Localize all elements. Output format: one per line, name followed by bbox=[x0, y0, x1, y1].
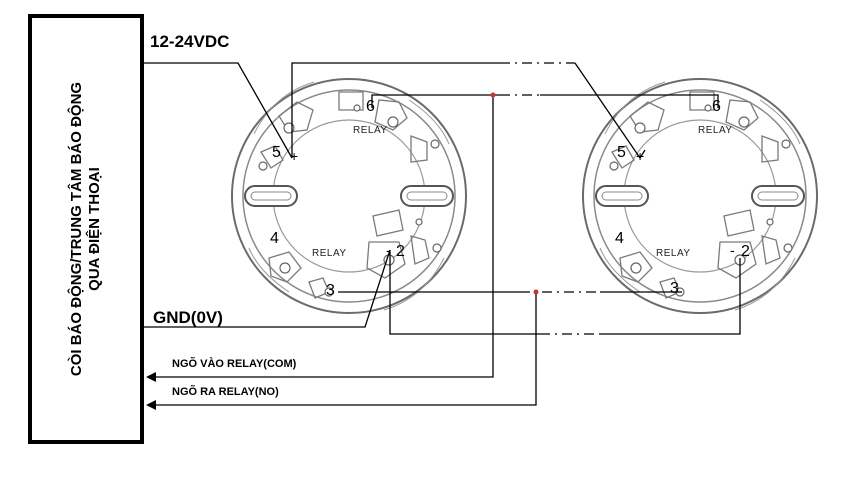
left-terminal-minus: - bbox=[386, 242, 391, 258]
right-terminal-6: 6 bbox=[712, 98, 721, 115]
detector-base-right bbox=[582, 78, 818, 314]
junction-com bbox=[490, 92, 496, 98]
ground-label: GND(0V) bbox=[153, 308, 223, 327]
wire-supply bbox=[144, 62, 293, 159]
left-terminal-plus: + bbox=[290, 148, 299, 164]
left-terminal-5: 5 bbox=[272, 144, 281, 161]
wire-5-loop-left bbox=[291, 62, 500, 158]
right-terminal-plus: + bbox=[636, 148, 645, 164]
right-terminal-3: 3 bbox=[670, 280, 679, 297]
left-terminal-3: 3 bbox=[326, 282, 335, 299]
wire-5-loop-right bbox=[574, 62, 641, 159]
right-relay-label-bottom: RELAY bbox=[656, 248, 691, 259]
wire-2-loop-right bbox=[600, 258, 741, 335]
right-terminal-4: 4 bbox=[615, 230, 624, 247]
left-terminal-2: 2 bbox=[396, 243, 405, 260]
wire-relay-no bbox=[148, 292, 537, 406]
left-terminal-6: 6 bbox=[366, 98, 375, 115]
wire-ground bbox=[144, 249, 391, 328]
junction-dots bbox=[490, 92, 539, 295]
alarm-panel: CÒI BÁO ĐỘNG/TRUNG TÂM BÁO ĐỘNG QUA ĐIỆN… bbox=[28, 14, 144, 444]
alarm-panel-line1: CÒI BÁO ĐỘNG/TRUNG TÂM BÁO ĐỘNG bbox=[68, 81, 85, 377]
power-label: 12-24VDC bbox=[150, 32, 230, 51]
wire-2-loop-left bbox=[389, 250, 540, 335]
left-relay-label-bottom: RELAY bbox=[312, 248, 347, 259]
arrow-relay-com bbox=[146, 372, 156, 382]
left-terminal-4: 4 bbox=[270, 230, 279, 247]
wire-6-left bbox=[371, 94, 500, 108]
junction-no bbox=[533, 289, 539, 295]
alarm-panel-label: CÒI BÁO ĐỘNG/TRUNG TÂM BÁO ĐỘNG QUA ĐIỆN… bbox=[68, 29, 104, 429]
right-terminal-2: 2 bbox=[741, 243, 750, 260]
arrow-relay-no bbox=[146, 400, 156, 410]
wires bbox=[144, 62, 741, 406]
right-terminal-5: 5 bbox=[617, 144, 626, 161]
arrowheads bbox=[146, 372, 156, 410]
alarm-panel-line2: QUA ĐIỆN THOẠI bbox=[86, 167, 103, 291]
dashed-continuations bbox=[500, 62, 600, 335]
wire-relay-com bbox=[148, 95, 494, 378]
wire-5-right-lead bbox=[639, 149, 646, 159]
right-terminal-minus: - bbox=[730, 242, 735, 258]
wire-6-right bbox=[540, 94, 719, 108]
left-relay-label-top: RELAY bbox=[353, 125, 388, 136]
relay-out-label: NGÕ RA RELAY(NO) bbox=[172, 386, 279, 398]
relay-in-label: NGÕ VÀO RELAY(COM) bbox=[172, 358, 297, 370]
right-relay-label-top: RELAY bbox=[698, 125, 733, 136]
